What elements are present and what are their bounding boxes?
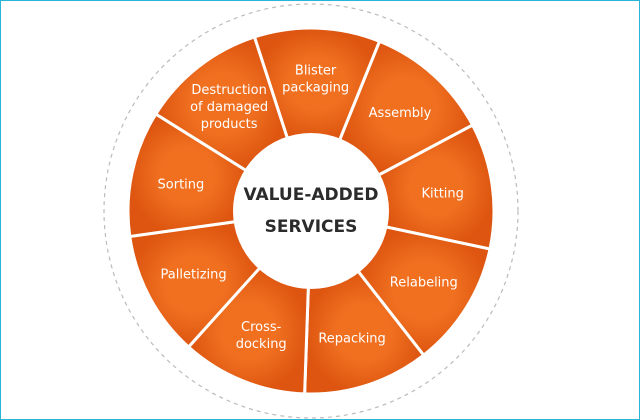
segment-label-kitting-line-1: Kitting xyxy=(421,187,463,202)
center-circle xyxy=(233,133,389,289)
center-label-line-1: VALUE-ADDED xyxy=(244,185,379,205)
center-label-line-2: SERVICES xyxy=(265,217,358,237)
segment-label-destruction-line-2: of damaged xyxy=(190,100,268,115)
dashed-outer-ring xyxy=(103,3,519,419)
segment-label-repacking-line-1: Repacking xyxy=(318,332,385,347)
labels-layer: Blister packagingAssemblyKittingRelabelin… xyxy=(158,64,464,352)
segment-label-blister-packaging-line-1: Blister xyxy=(295,64,337,79)
segment-label-cross-docking-line-2: docking xyxy=(236,337,287,352)
segment-label-blister-packaging-line-2: packaging xyxy=(282,81,349,96)
segment-label-assembly-line-1: Assembly xyxy=(369,106,432,121)
segments-layer xyxy=(126,26,496,396)
segment-label-destruction-line-3: products xyxy=(201,117,258,132)
segment-label-cross-docking-line-1: Cross- xyxy=(241,320,282,335)
segment-label-relabeling-line-1: Relabeling xyxy=(390,276,458,291)
segment-label-palletizing-line-1: Palletizing xyxy=(161,267,227,282)
segment-label-destruction-line-1: Destruction xyxy=(191,83,267,98)
segment-label-sorting-line-1: Sorting xyxy=(158,177,205,192)
